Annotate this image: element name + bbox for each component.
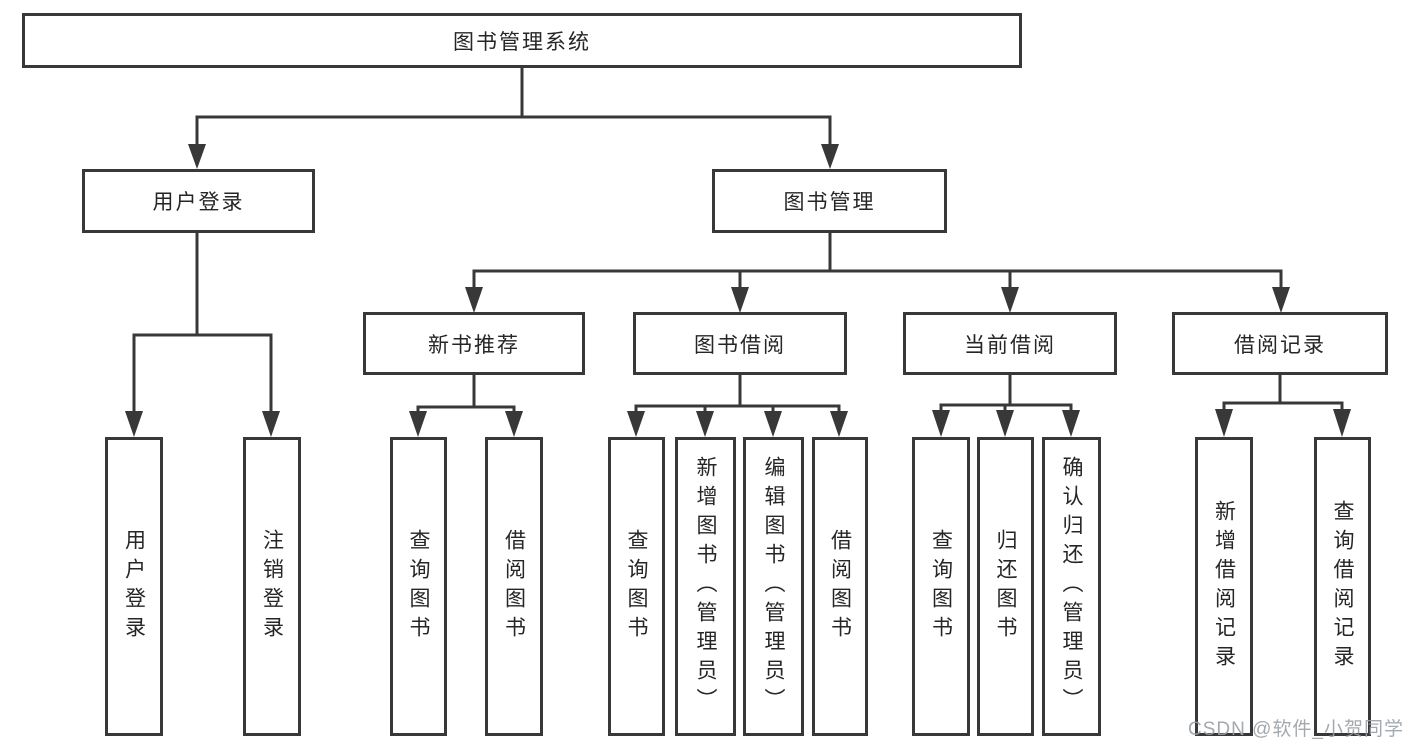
node-user-login: 用户登录 [82,169,315,233]
node-borrowing-records: 借阅记录 [1172,312,1388,375]
leaf-current-return-books: 归还图书 [977,437,1034,736]
leaf-records-add-record: 新增借阅记录 [1195,437,1253,736]
leaf-label: 查询图书 [625,528,648,645]
leaf-label: 新增借阅记录 [1212,499,1236,674]
leaf-records-query-record: 查询借阅记录 [1314,437,1371,736]
node-label: 图书管理 [783,191,876,214]
leaf-label: 编辑图书（管理员） [762,456,785,717]
leaf-label: 确认归还（管理员） [1060,456,1083,717]
leaf-recommend-borrow-books: 借阅图书 [485,437,543,736]
node-label: 图书管理系统 [453,30,591,54]
leaf-user-login: 用户登录 [105,437,163,736]
leaf-label: 注销登录 [260,528,284,645]
node-book-management: 图书管理 [712,169,947,233]
node-label: 用户登录 [152,191,245,214]
leaf-label: 新增图书（管理员） [694,456,717,717]
node-label: 借阅记录 [1234,333,1326,357]
leaf-current-query-books: 查询图书 [912,437,970,736]
node-current-borrowing: 当前借阅 [903,312,1117,375]
node-book-borrowing: 图书借阅 [633,312,847,375]
node-new-book-recommendation: 新书推荐 [363,312,585,375]
leaf-borrow-borrow-books: 借阅图书 [812,437,868,736]
leaf-label: 查询图书 [929,528,953,645]
leaf-label: 用户登录 [122,528,146,645]
leaf-recommend-query-books: 查询图书 [390,437,447,736]
leaf-label: 查询图书 [407,528,430,645]
node-label: 当前借阅 [964,333,1056,357]
leaf-borrow-add-books-admin: 新增图书（管理员） [675,437,736,736]
leaf-label: 借阅图书 [828,528,852,645]
leaf-label: 查询借阅记录 [1331,499,1354,674]
leaf-label: 归还图书 [994,528,1017,645]
node-label: 图书借阅 [694,333,786,357]
csdn-watermark: CSDN @软件_小贺同学 [1188,719,1404,740]
leaf-borrow-query-books: 查询图书 [608,437,665,736]
leaf-label: 借阅图书 [502,528,526,645]
node-label: 新书推荐 [428,333,520,357]
leaf-current-confirm-return-admin: 确认归还（管理员） [1042,437,1101,736]
node-library-management-system: 图书管理系统 [22,13,1022,68]
leaf-borrow-edit-books-admin: 编辑图书（管理员） [743,437,804,736]
leaf-logout: 注销登录 [243,437,301,736]
